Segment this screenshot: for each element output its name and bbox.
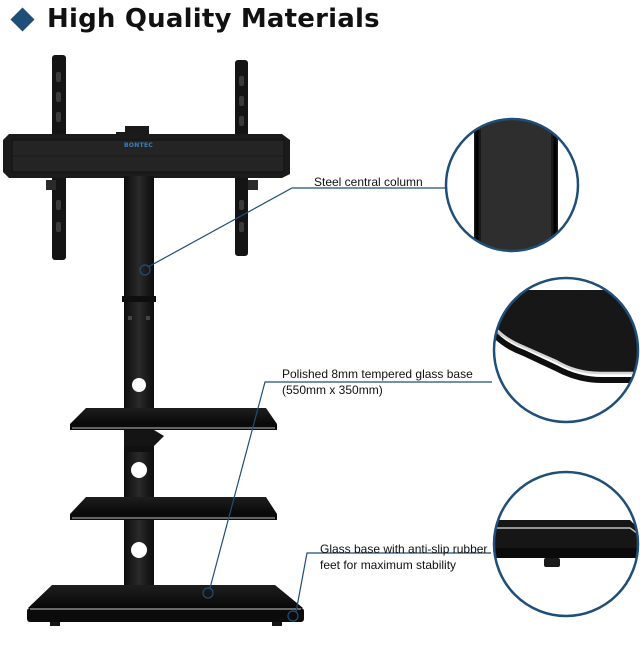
heading-title: High Quality Materials	[47, 4, 380, 34]
glass-detail-magnifier	[492, 276, 640, 424]
brand-logo: BONTEC	[124, 142, 154, 149]
section-heading: High Quality Materials	[8, 2, 380, 36]
mount-plate	[3, 126, 290, 178]
callout-glass: Polished 8mm tempered glass base (550mm …	[282, 366, 473, 398]
lower-shelf	[70, 497, 277, 520]
callout-feet-line1: Glass base with anti-slip rubber	[320, 542, 488, 556]
callout-feet: Glass base with anti-slip rubber feet fo…	[320, 541, 487, 573]
callout-column: Steel central column	[314, 174, 423, 190]
callout-glass-line2: (550mm x 350mm)	[282, 383, 383, 397]
callout-leaders	[139, 187, 492, 622]
column-detail-magnifier	[444, 117, 580, 253]
callout-glass-line1: Polished 8mm tempered glass base	[282, 367, 473, 381]
glass-base	[27, 585, 304, 626]
callout-feet-line2: feet for maximum stability	[320, 558, 457, 572]
feet-detail-magnifier	[492, 470, 640, 618]
upper-shelf	[70, 408, 277, 446]
central-column	[122, 176, 156, 596]
callout-column-text: Steel central column	[314, 175, 423, 189]
